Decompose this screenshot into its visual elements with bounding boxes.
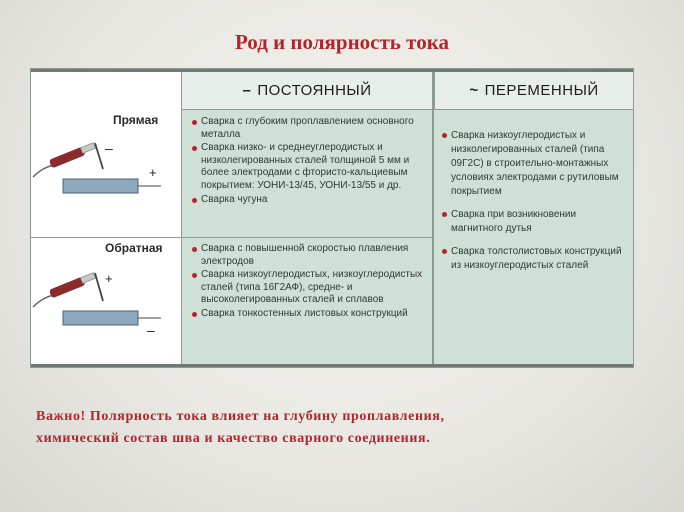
cell-dc-straight: Сварка с глубоким проплавлением основног… xyxy=(191,116,429,207)
row-divider xyxy=(31,237,432,238)
electrode-holder-icon xyxy=(32,142,104,178)
electrode-holder-icon xyxy=(32,272,104,308)
row-label-straight: Прямая xyxy=(113,113,159,127)
plus-sign: + xyxy=(105,271,113,286)
table-bottom-border xyxy=(31,364,633,367)
dc-symbol: – xyxy=(242,82,252,99)
reverse-polarity-illustration: + – xyxy=(32,271,161,338)
workpiece xyxy=(62,178,139,194)
row-label-reverse: Обратная xyxy=(105,241,163,255)
list-item: Сварка низкоуглеродистых и низколегирова… xyxy=(441,129,629,199)
cell-dc-reverse: Сварка с повышенной скоростью плавления … xyxy=(191,243,429,322)
ac-symbol: ~ xyxy=(469,82,479,99)
cell-ac: Сварка низкоуглеродистых и низколегирова… xyxy=(441,129,629,282)
list-item: Сварка тонкостенных листовых конструкций xyxy=(191,308,429,321)
workpiece xyxy=(62,310,139,326)
list-item: Сварка с глубоким проплавлением основног… xyxy=(191,116,429,141)
polarity-table: – ПОСТОЯННЫЙ ~ ПЕРЕМЕННЫЙ Прямая Обратна… xyxy=(30,68,634,368)
note-line-2: химический состав шва и качество сварног… xyxy=(36,431,431,446)
list-item: Сварка чугуна xyxy=(191,194,429,207)
list-item: Сварка при возникновении магнитного дуть… xyxy=(441,208,629,236)
note-line-1: Важно! Полярность тока влияет на глубину… xyxy=(36,409,445,424)
table-top-border xyxy=(31,69,633,72)
column-divider xyxy=(432,72,434,364)
plus-sign: + xyxy=(149,165,157,180)
straight-polarity-illustration: – + xyxy=(32,140,161,194)
important-note: Важно! Полярность тока влияет на глубину… xyxy=(36,406,656,450)
header-ac-label: ПЕРЕМЕННЫЙ xyxy=(484,82,599,99)
minus-sign: – xyxy=(147,322,155,338)
page-title: Род и полярность тока xyxy=(235,30,449,54)
list-item: Сварка с повышенной скоростью плавления … xyxy=(191,243,429,268)
minus-sign: – xyxy=(105,140,113,156)
list-item: Сварка низкоуглеродистых, низкоуглеродис… xyxy=(191,269,429,307)
list-item: Сварка низко- и среднеуглеродистых и низ… xyxy=(191,142,429,192)
header-direct-current: – ПОСТОЯННЫЙ xyxy=(182,72,432,110)
header-alternating-current: ~ ПЕРЕМЕННЫЙ xyxy=(433,72,633,110)
list-item: Сварка толстолистовых конструкций из низ… xyxy=(441,245,629,273)
header-dc-label: ПОСТОЯННЫЙ xyxy=(257,82,372,99)
